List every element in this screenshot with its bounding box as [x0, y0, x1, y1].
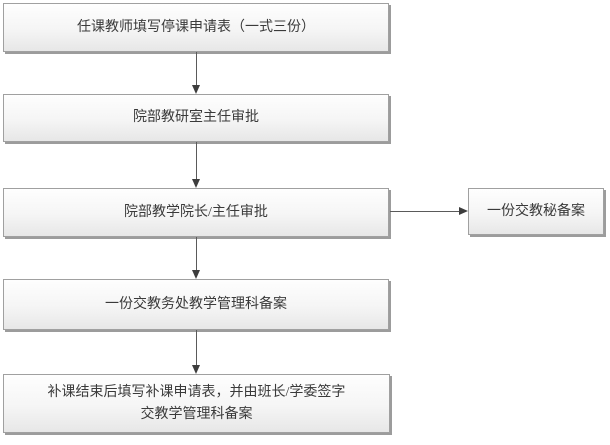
flow-step-5: 补课结束后填写补课申请表，并由班长/学委签字 交教学管理科备案 [3, 374, 390, 433]
flow-step-5-label-line2: 交教学管理科备案 [140, 406, 253, 422]
arrow-down-icon [192, 52, 201, 94]
flow-step-3: 院部教学院长/主任审批 [3, 188, 389, 237]
arrow-shaft [196, 142, 197, 180]
arrow-shaft [196, 330, 197, 366]
flow-step-1: 任课教师填写停课申请表（一式三份） [3, 3, 389, 52]
arrow-head [192, 179, 200, 188]
arrow-down-icon [192, 330, 201, 374]
flow-step-1-label: 任课教师填写停课申请表（一式三份） [77, 19, 315, 35]
arrow-shaft [196, 52, 197, 86]
arrow-down-icon [192, 142, 201, 188]
arrow-down-icon [192, 237, 201, 279]
flow-step-4-label: 一份交教务处教学管理科备案 [105, 296, 287, 312]
flow-step-2-label: 院部教研室主任审批 [133, 110, 259, 125]
flow-branch-label: 一份交教秘备案 [487, 203, 585, 219]
arrow-head [192, 365, 200, 374]
flow-step-4: 一份交教务处教学管理科备案 [3, 279, 389, 330]
flow-step-3-label: 院部教学院长/主任审批 [124, 204, 268, 220]
flow-step-5-label-line1: 补课结束后填写补课申请表，并由班长/学委签字 [47, 384, 346, 400]
flow-branch-box: 一份交教秘备案 [468, 188, 604, 235]
arrow-head [192, 270, 200, 279]
arrow-head [192, 85, 200, 94]
flow-step-2: 院部教研室主任审批 [3, 94, 389, 142]
arrow-head [459, 207, 468, 215]
arrow-shaft [196, 237, 197, 271]
arrow-shaft [390, 211, 460, 212]
arrow-right-icon [390, 207, 468, 216]
